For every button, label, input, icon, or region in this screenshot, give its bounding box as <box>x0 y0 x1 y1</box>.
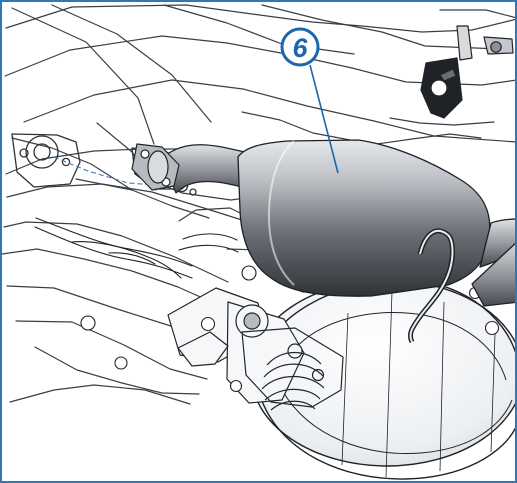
callout-6: 6 <box>280 27 339 174</box>
callout-leader-line <box>309 64 339 174</box>
callout-number: 6 <box>292 33 308 63</box>
muffler-assembly <box>237 139 515 344</box>
rear-suspension <box>167 287 344 411</box>
rubber-hanger <box>420 25 514 119</box>
underbody-structure <box>2 4 515 405</box>
fuel-brake-lines <box>34 217 239 279</box>
numbered-callout-icon <box>280 27 320 67</box>
front-exhaust-pipe <box>131 143 255 194</box>
rear-tire <box>250 279 515 480</box>
